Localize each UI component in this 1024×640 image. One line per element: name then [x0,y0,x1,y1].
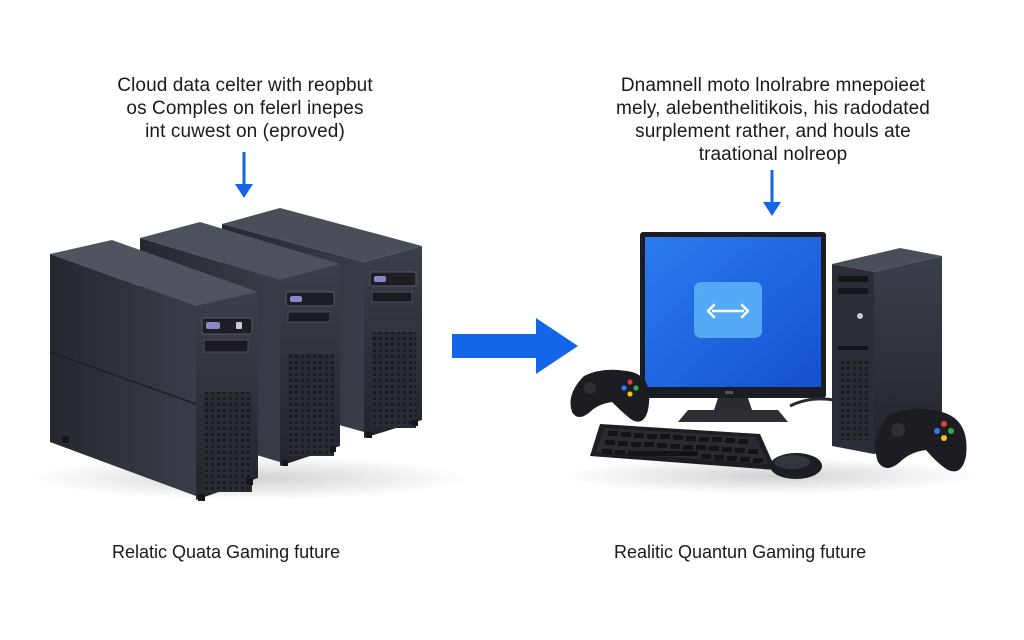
left-caption-line: os Comples on felerl inepes [126,98,364,119]
gamepad-icon [875,408,967,472]
right-caption-line: traational nolreop [698,144,848,165]
mouse [770,453,822,479]
pc-tower [832,248,942,454]
gamepad-icon [570,369,650,422]
right-footer-label: Realitic Quantun Gaming future [614,542,867,562]
left-footer-label: Relatic Quata Gaming future [112,542,341,562]
arrow-down-icon [763,170,781,216]
right-caption: Dnamnell moto lnolrabre mnepoieet mely, … [578,74,968,166]
arrow-down-icon [235,152,253,198]
left-caption-line: Cloud data celter with reopbut [117,75,373,96]
right-caption-line: Dnamnell moto lnolrabre mnepoieet [620,75,926,96]
right-caption-line: surplement rather, and houls ate [635,121,911,142]
keyboard [590,424,776,470]
right-caption-line: mely, alebenthelitikois, his radodated [616,98,930,119]
monitor [640,232,826,422]
pc-shadow [560,458,980,494]
left-caption-line: int cuwest on (eproved) [145,121,345,142]
cable [789,397,835,408]
arrow-right-icon [452,318,578,374]
left-caption: Cloud data celter with reopbut os Comple… [70,74,420,143]
server-tower [49,240,258,501]
monitor-app-icon [694,282,762,338]
